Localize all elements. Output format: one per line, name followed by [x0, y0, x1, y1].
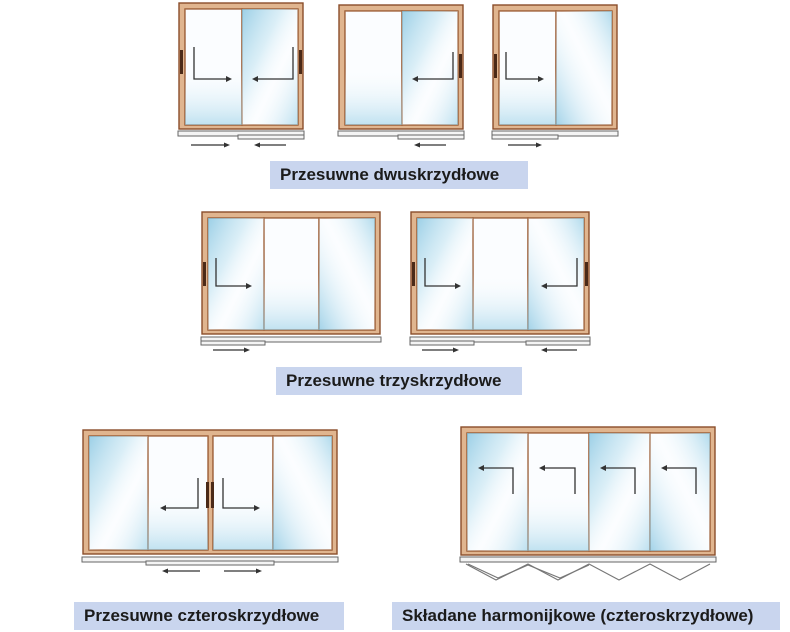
window-folding	[459, 426, 717, 581]
caption-two-leaf: Przesuwne dwuskrzydłowe	[270, 161, 528, 189]
window-three-leaf-2	[409, 211, 591, 353]
caption-three-leaf: Przesuwne trzyskrzydłowe	[276, 367, 522, 395]
window-four-leaf	[81, 429, 339, 574]
window-two-leaf-3	[491, 4, 619, 148]
window-three-leaf-1	[200, 211, 382, 353]
caption-folding: Składane harmonijkowe (czteroskrzydłowe)	[392, 602, 780, 630]
caption-four-leaf: Przesuwne czteroskrzydłowe	[74, 602, 344, 630]
window-two-leaf-2	[337, 4, 465, 148]
window-two-leaf-1	[177, 2, 305, 148]
